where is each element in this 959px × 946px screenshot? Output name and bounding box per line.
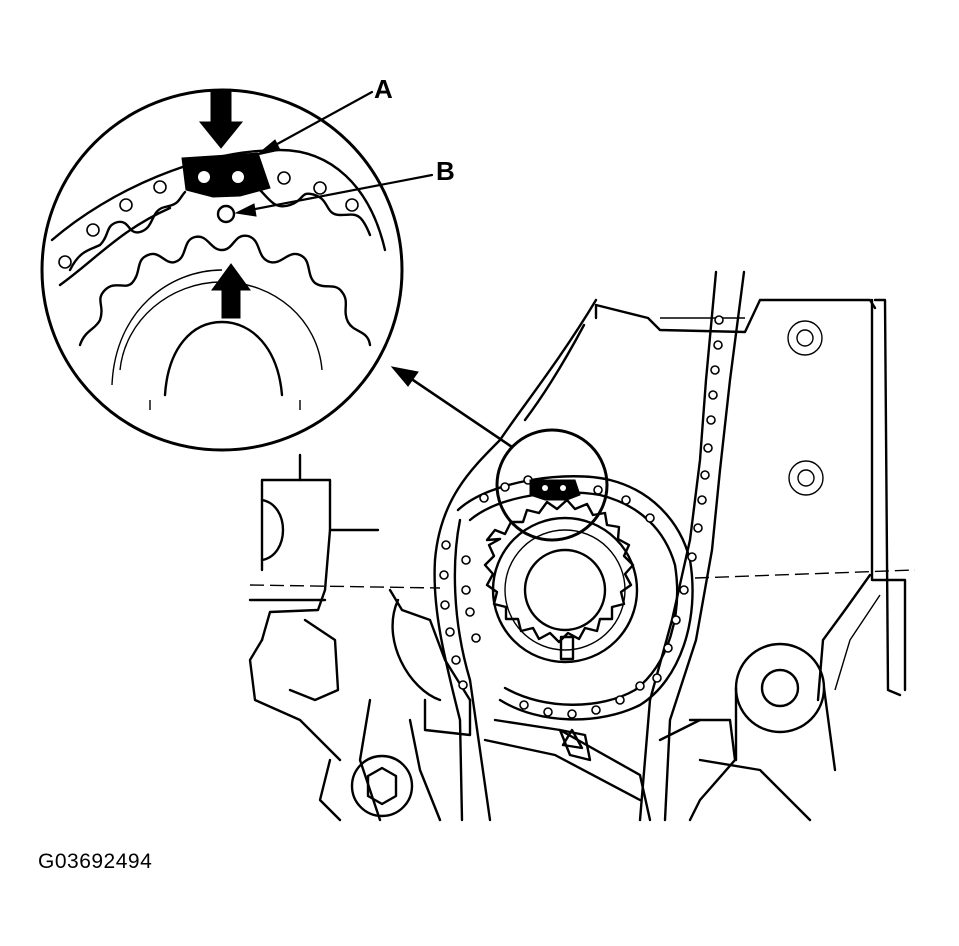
callout-label-b: B [436,156,455,186]
detail-belt-holes [58,171,359,269]
leader-line-a [268,90,374,150]
down-arrow-icon [198,91,244,149]
timing-mark-b [216,204,236,224]
figure-code: G03692494 [38,850,153,873]
engine-block-outline [248,298,916,822]
belt-tooth-marks [439,315,724,719]
timing-belt [433,270,746,822]
crankshaft-sprocket [483,479,639,750]
zoom-target-circle [495,428,609,542]
callout-label-a: A [374,74,393,104]
leader-line-b [248,173,434,212]
detail-magnified-view [40,88,434,452]
callout-arrow [390,366,514,449]
up-arrow-icon [211,263,251,319]
timing-mark-a [181,152,271,198]
